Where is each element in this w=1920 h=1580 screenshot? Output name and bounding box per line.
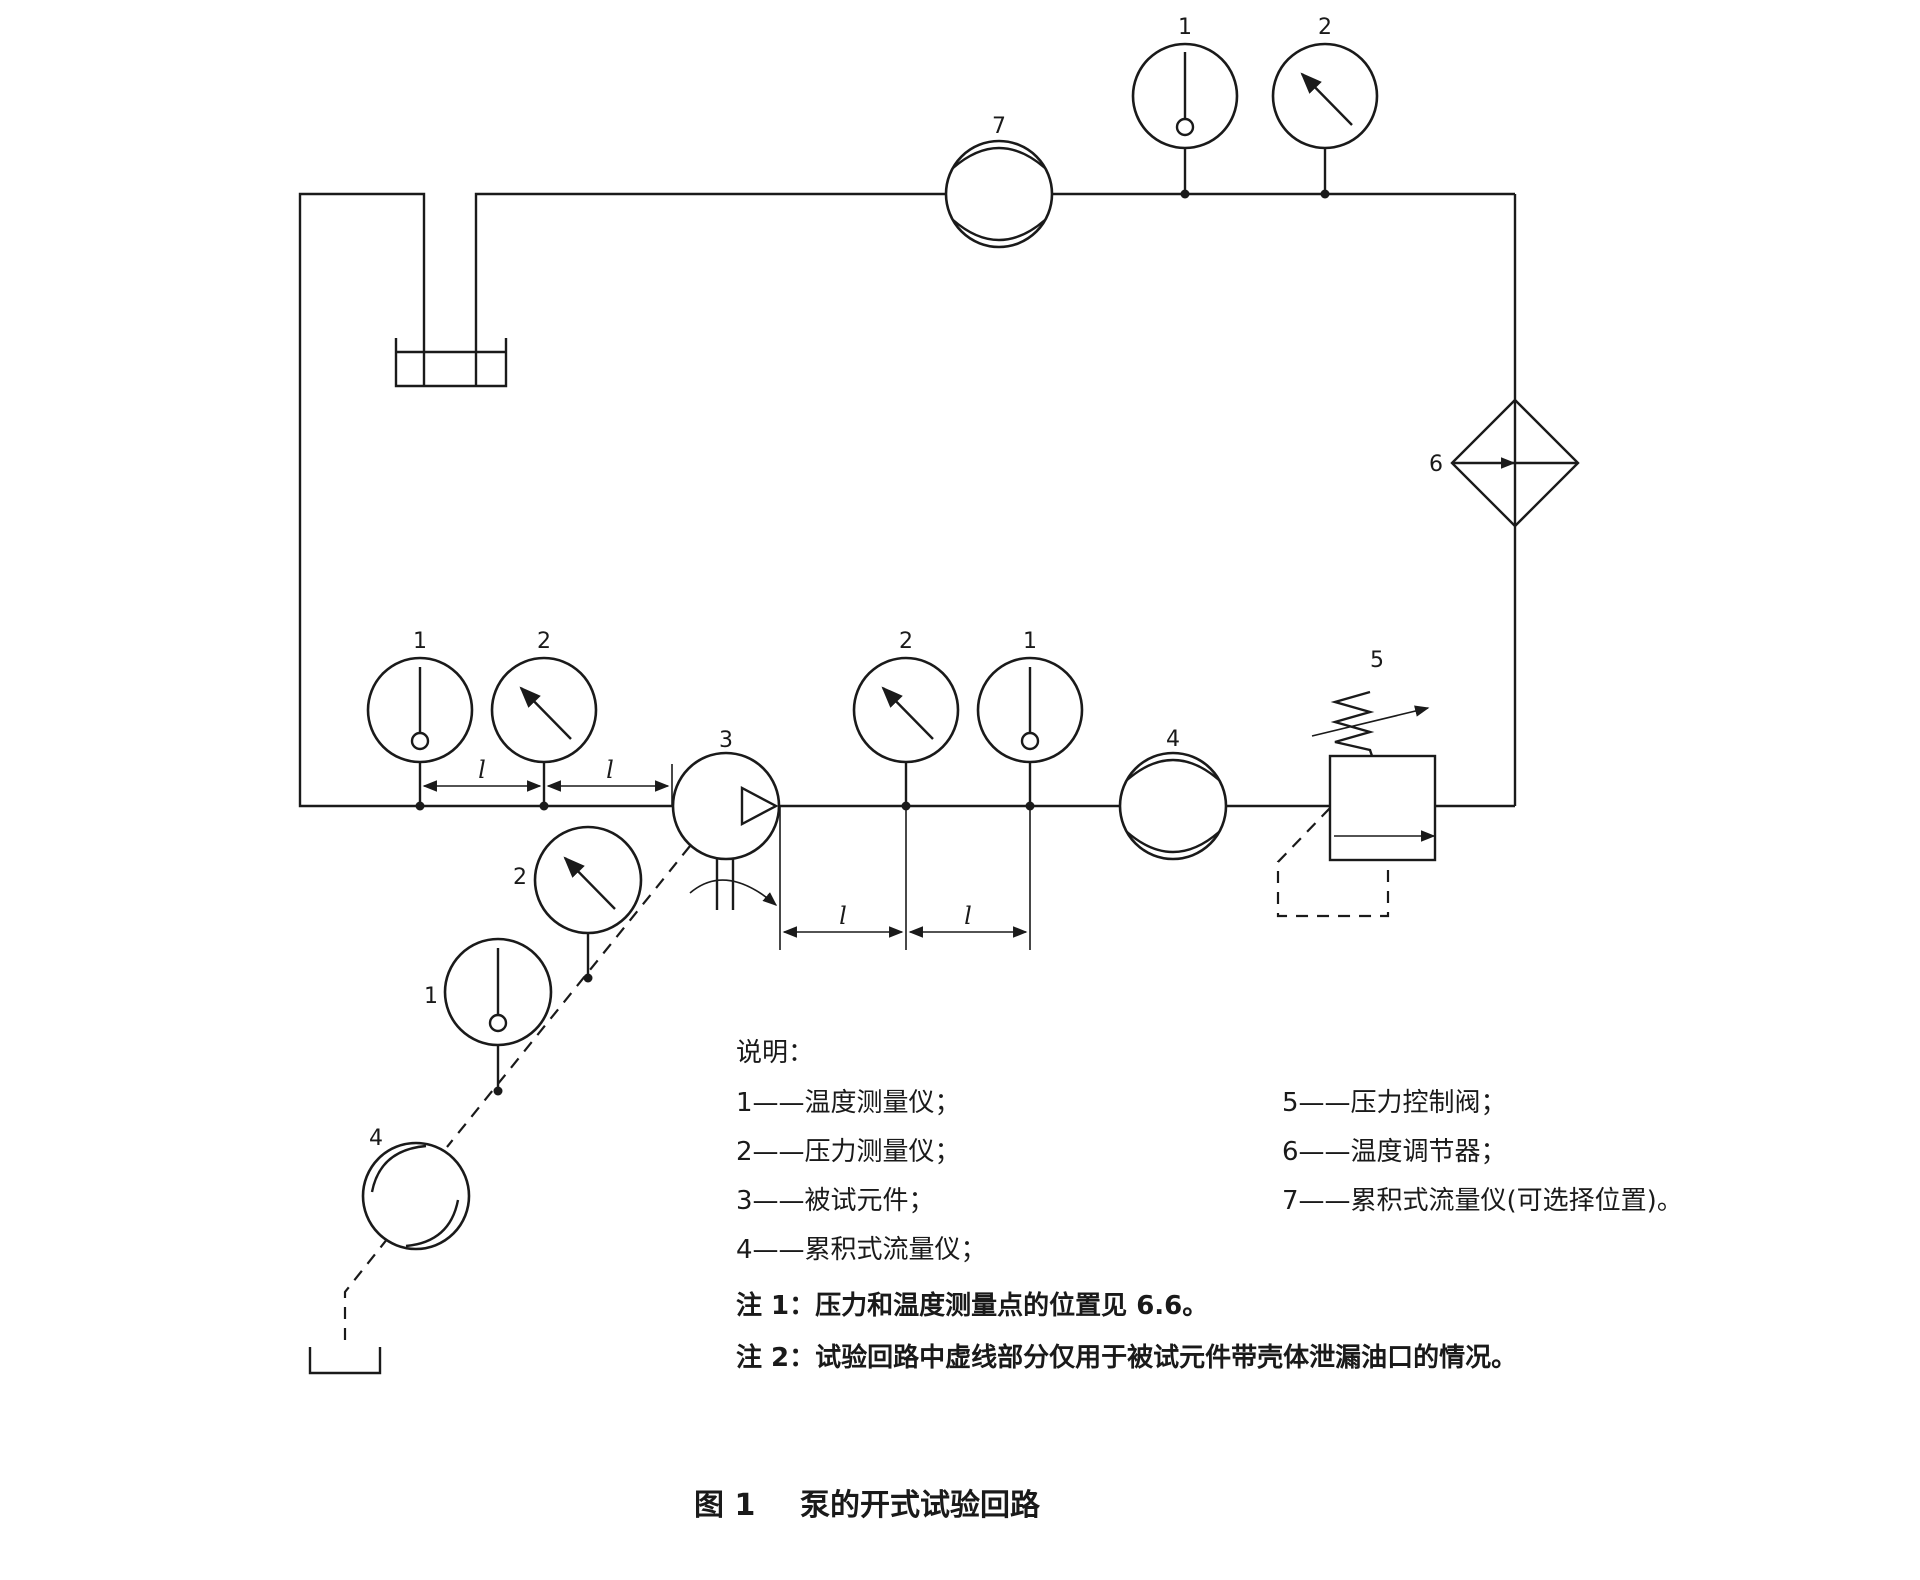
legend-heading: 说明： [736,1038,815,1068]
dim-l-3: l [839,902,847,930]
drain-thermometer-1: 1 [424,937,553,1096]
outlet-distance-dimensions: l l [779,806,1031,950]
top-reservoir [394,338,508,388]
inlet-thermometer-1: 1 [366,629,474,811]
label-2-outlet: 2 [899,629,913,654]
legend-item-2: 2——压力测量仪； [736,1137,961,1167]
label-1-inlet: 1 [413,629,427,654]
legend-item-7: 7——累积式流量仪(可选择位置)。 [1282,1186,1683,1216]
label-7-top: 7 [992,114,1006,139]
dim-l-1: l [478,756,486,784]
drain-pressure-gauge-2: 2 [513,825,643,983]
figure-title: 泵的开式试验回路 [800,1488,1040,1523]
legend-item-5: 5——压力控制阀； [1282,1088,1507,1118]
top-pressure-gauge-2: 2 [1271,15,1379,199]
inlet-distance-dimensions: l l [422,756,673,806]
label-4-drain: 4 [369,1126,383,1151]
figure-label: 图 1 [694,1488,756,1523]
temperature-regulator-6: 6 [1429,398,1580,528]
top-thermometer-1: 1 [1131,15,1239,199]
label-1-drain: 1 [424,984,438,1009]
pump-3: 3 [671,728,781,910]
legend-item-6: 6——温度调节器； [1282,1137,1507,1167]
note-1: 注 1：压力和温度测量点的位置见 6.6。 [736,1291,1209,1321]
legend-item-4: 4——累积式流量仪； [736,1235,987,1265]
label-3: 3 [719,728,733,753]
label-1-outlet: 1 [1023,629,1037,654]
dim-l-4: l [964,902,972,930]
label-2-top: 2 [1318,15,1332,40]
outlet-pressure-gauge-2: 2 [852,629,960,811]
drain-flowmeter-4: 4 [361,1126,471,1251]
case-drain-line [308,845,691,1375]
label-2-inlet: 2 [537,629,551,654]
note-2: 注 2：试验回路中虚线部分仅用于被试元件带壳体泄漏油口的情况。 [736,1343,1518,1373]
label-4-main: 4 [1166,727,1180,752]
label-5: 5 [1370,648,1384,673]
inlet-pressure-gauge-2: 2 [490,629,598,811]
pressure-control-valve-5: 5 [1276,648,1437,918]
legend-item-1: 1——温度测量仪； [736,1088,961,1118]
main-flowmeter-4: 4 [1118,727,1228,861]
legend-item-3: 3——被试元件； [736,1186,935,1216]
outlet-thermometer-1: 1 [976,629,1084,811]
label-6: 6 [1429,452,1443,477]
label-1-top: 1 [1178,15,1192,40]
dim-l-2: l [606,756,614,784]
label-2-drain: 2 [513,865,527,890]
top-flowmeter-7: 7 [944,114,1054,249]
